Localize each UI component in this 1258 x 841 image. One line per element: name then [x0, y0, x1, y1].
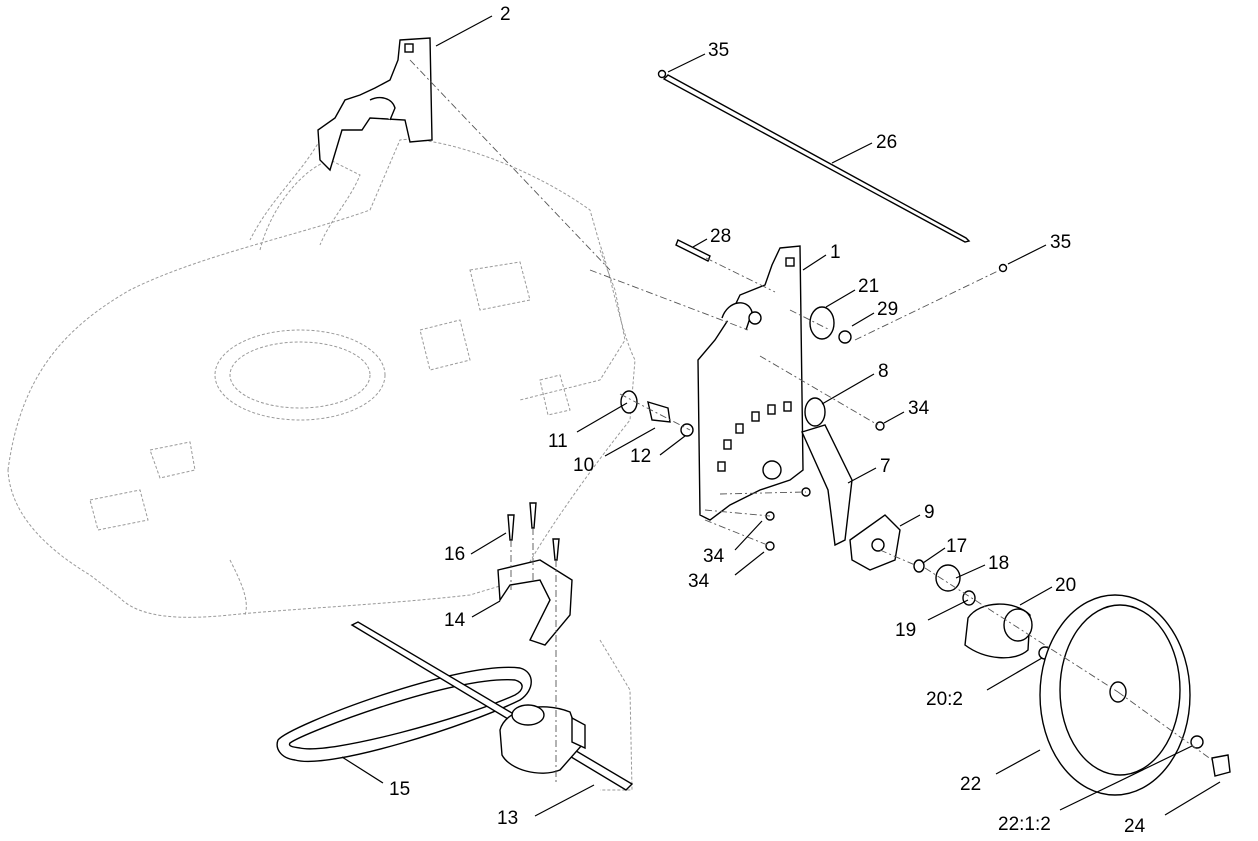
mower-deck-outline — [7, 138, 636, 791]
callout-16: 16 — [444, 544, 465, 565]
callout-11: 11 — [548, 431, 568, 452]
part-16-screws — [507, 502, 560, 561]
callout-21: 21 — [858, 276, 879, 297]
part-21-spacer — [809, 306, 835, 340]
callout-19: 19 — [895, 620, 916, 641]
part-12-pin — [680, 423, 694, 437]
callout-2: 2 — [500, 4, 511, 25]
part-8-knob — [804, 397, 826, 427]
callout-20-2: 20:2 — [926, 689, 963, 710]
callout-1: 1 — [830, 242, 841, 263]
part-17-washer — [913, 559, 925, 573]
part-13-transmission — [350, 621, 634, 791]
callout-7: 7 — [880, 456, 891, 477]
callout-12: 12 — [630, 446, 651, 467]
part-18-gear — [935, 564, 961, 592]
callout-22-1-2: 22:1:2 — [998, 814, 1051, 835]
part-1-height-plate — [697, 245, 804, 521]
part-7-lever — [801, 424, 853, 547]
callout-22: 22 — [960, 774, 981, 795]
part-26-rod — [657, 69, 1008, 273]
callout-labels: 2 35 26 35 28 1 21 29 8 34 7 9 11 10 12 … — [389, 4, 1146, 837]
callout-34-mid: 34 — [703, 546, 725, 567]
callout-17: 17 — [946, 536, 967, 557]
part-24-bolt — [1211, 754, 1231, 777]
callout-35-right: 35 — [1050, 232, 1071, 253]
callout-8: 8 — [878, 361, 889, 382]
callout-34-right: 34 — [908, 398, 930, 419]
callout-10: 10 — [573, 455, 594, 476]
callout-24: 24 — [1124, 816, 1146, 837]
callout-18: 18 — [988, 553, 1009, 574]
part-14-bracket — [497, 559, 573, 646]
part-10-bushing — [647, 400, 671, 423]
part-28-bolt — [675, 239, 711, 262]
part-29-nut — [838, 330, 852, 344]
part-15-belt — [276, 666, 532, 763]
callout-14: 14 — [444, 610, 466, 631]
leader-lines — [341, 15, 1221, 817]
callout-29: 29 — [877, 299, 898, 320]
callout-34-low: 34 — [688, 571, 710, 592]
callout-9: 9 — [924, 502, 935, 523]
callout-28: 28 — [710, 226, 731, 247]
assembly-lines — [409, 59, 1213, 785]
part-20-hubcap — [964, 603, 1033, 659]
callout-15: 15 — [389, 779, 410, 800]
height-notches — [717, 401, 792, 472]
part-9-pivot-plate — [849, 514, 901, 571]
callout-26: 26 — [876, 132, 897, 153]
callout-20: 20 — [1055, 575, 1076, 596]
part-22-1-2-washer — [1190, 735, 1204, 749]
callout-35-top: 35 — [708, 40, 729, 61]
part-22-wheel — [1039, 594, 1191, 796]
callout-13: 13 — [497, 808, 518, 829]
part-2-height-bracket — [317, 37, 433, 172]
